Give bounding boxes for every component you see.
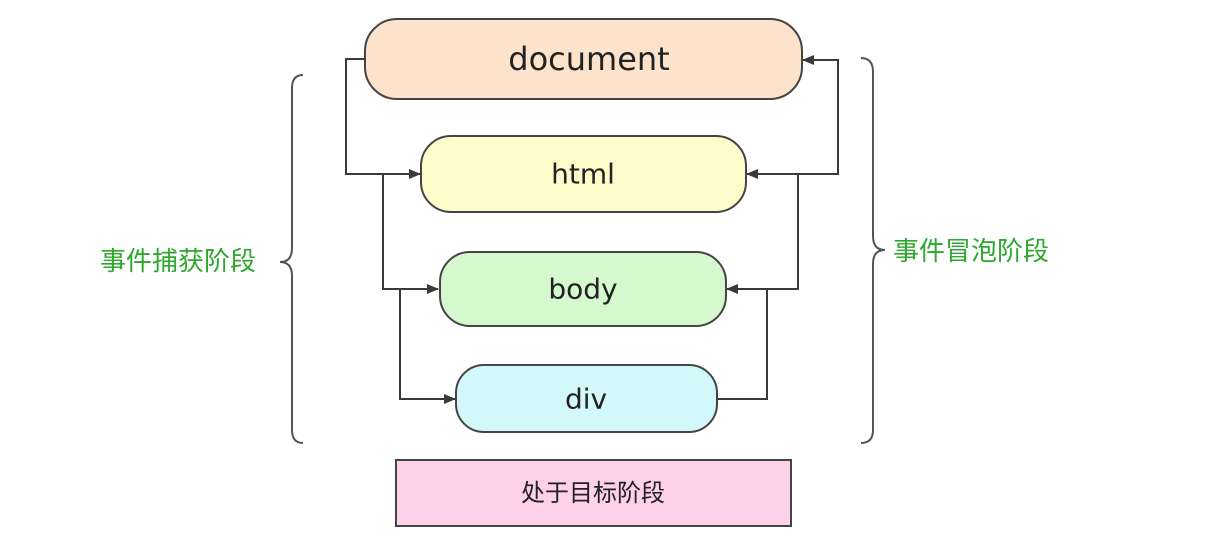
- body-node: body: [439, 251, 727, 327]
- document-node-box: [364, 18, 803, 100]
- html-node-label: html: [551, 158, 615, 191]
- div-node-label: div: [565, 383, 607, 416]
- capture-arrow-html-to-body: [382, 174, 439, 294]
- html-node: html: [420, 135, 747, 213]
- capture-phase-brace: [279, 74, 304, 444]
- bubble-arrow-div-to-body: [717, 284, 768, 400]
- capture-arrow-body-to-div: [399, 289, 456, 404]
- div-node: div: [455, 364, 718, 433]
- body-node-label: body: [548, 273, 617, 306]
- div-node-box: [455, 364, 718, 433]
- capture-phase-label: 事件捕获阶段: [100, 247, 256, 277]
- html-node-box: [420, 135, 747, 213]
- bubble-phase-brace: [860, 57, 886, 444]
- target-phase-label: 处于目标阶段: [521, 479, 665, 507]
- document-node: document: [364, 18, 803, 100]
- bubble-arrow-body-to-html: [746, 169, 799, 290]
- body-node-box: [439, 251, 727, 327]
- bubble-phase-label: 事件冒泡阶段: [893, 237, 1049, 267]
- bubble-arrow-html-to-document: [798, 55, 839, 175]
- target-phase-box: 处于目标阶段: [395, 459, 792, 527]
- document-node-label: document: [508, 40, 669, 78]
- target-phase-box-rect: [395, 459, 792, 527]
